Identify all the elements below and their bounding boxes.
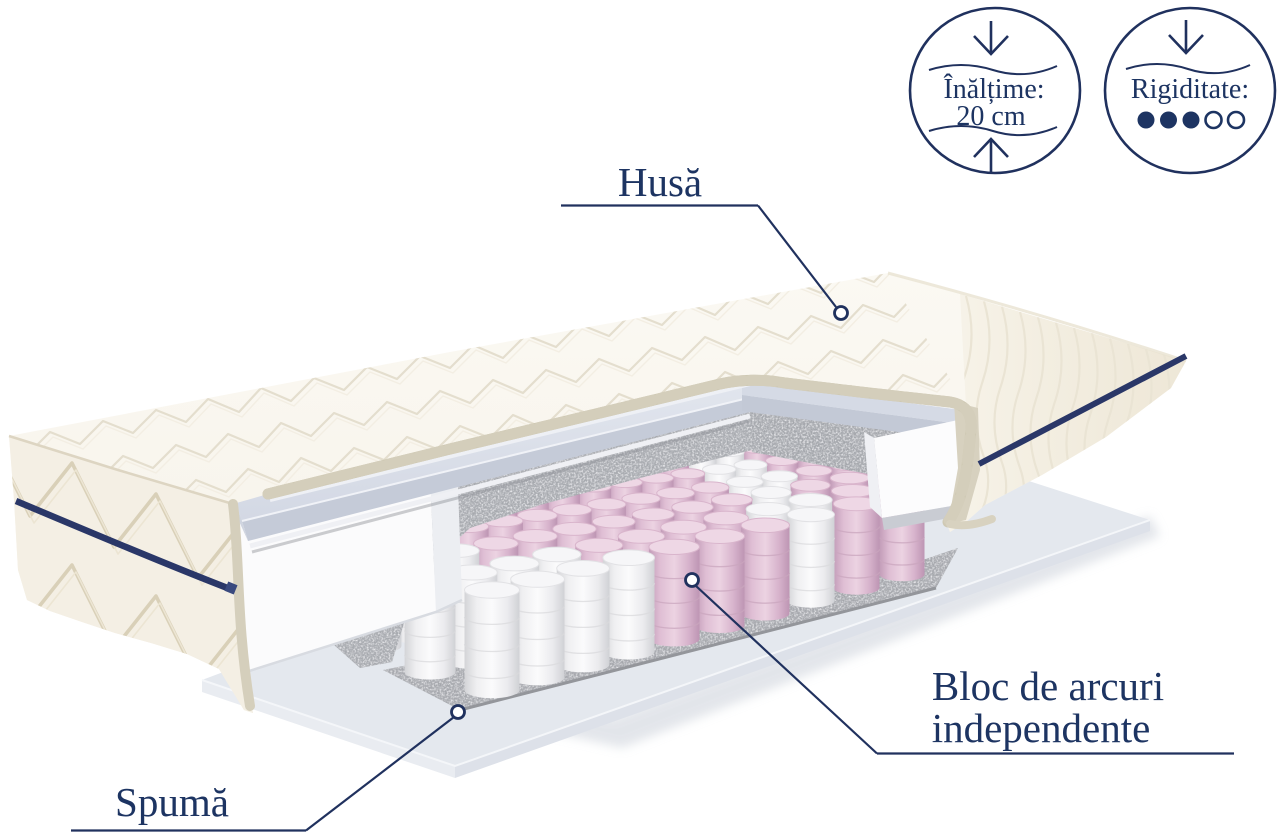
svg-text:Husă: Husă	[618, 159, 702, 205]
svg-text:Înălțime:: Înălțime:	[943, 74, 1044, 105]
svg-text:Spumă: Spumă	[115, 779, 229, 825]
svg-text:Rigiditate:: Rigiditate:	[1131, 74, 1249, 105]
svg-text:independente: independente	[932, 705, 1151, 751]
svg-text:Bloc de arcuri: Bloc de arcuri	[932, 663, 1164, 709]
svg-text:20 cm: 20 cm	[956, 101, 1025, 132]
